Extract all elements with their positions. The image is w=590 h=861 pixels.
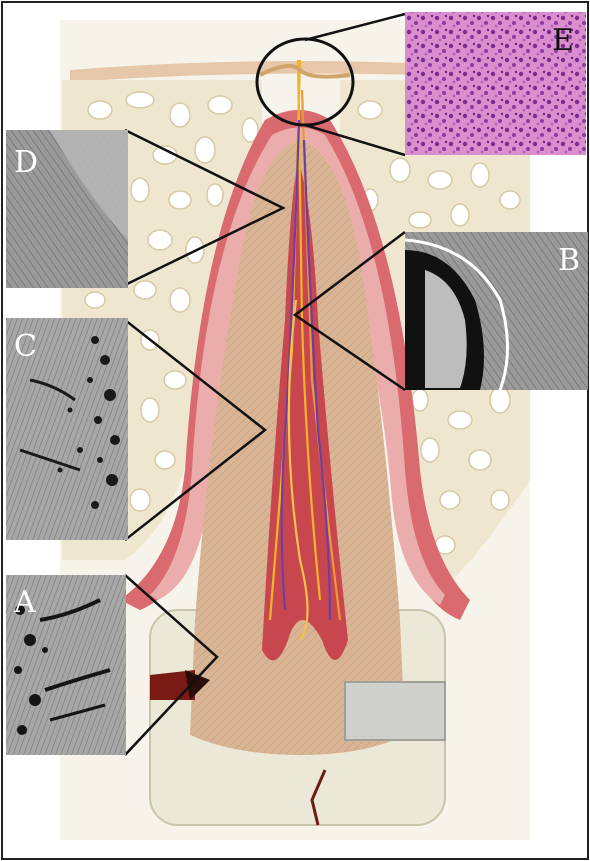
panel-c: C [6, 318, 128, 540]
panel-d: D [6, 130, 128, 288]
panel-b-label: B [558, 243, 580, 278]
restoration-block [345, 682, 445, 740]
panel-b: B [405, 232, 588, 390]
panel-c-label: C [14, 329, 37, 364]
panel-a-label: A [13, 585, 36, 620]
panel-a: A [6, 575, 126, 755]
panel-e: E [405, 12, 586, 155]
panel-d-label: D [14, 145, 38, 180]
panel-e-label: E [552, 23, 574, 58]
